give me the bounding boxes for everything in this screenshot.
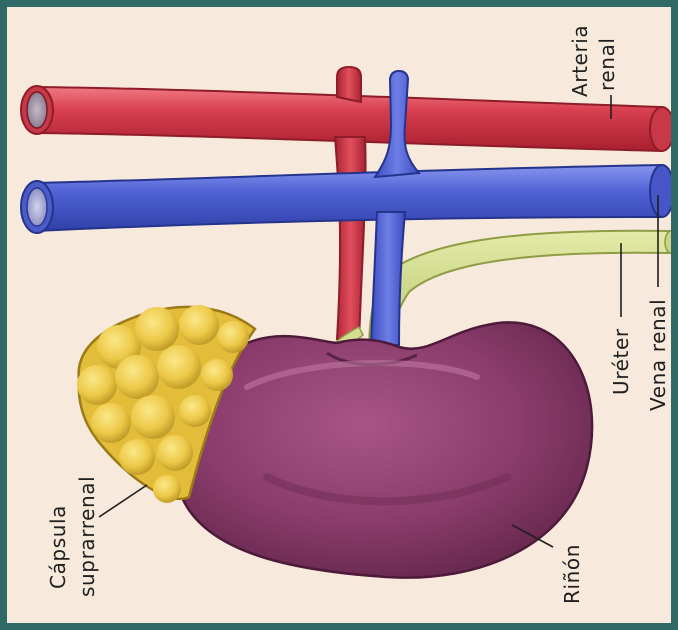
- kidney-diagram: Arteria renal Vena renal Uréter Cápsula …: [7, 7, 671, 623]
- label-arteria-line2: renal: [595, 37, 619, 91]
- label-ureter: Uréter: [609, 328, 633, 395]
- leader-capsula: [99, 485, 147, 517]
- label-arteria-line1: Arteria: [568, 25, 592, 97]
- label-capsula-line1: Cápsula: [46, 505, 70, 589]
- label-capsula-line2: suprarrenal: [75, 476, 99, 597]
- kidney-anatomy-illustration: Arteria renal Vena renal Uréter Cápsula …: [7, 7, 671, 623]
- label-rinon: Riñón: [560, 544, 584, 604]
- label-vena-renal: Vena renal: [646, 299, 670, 411]
